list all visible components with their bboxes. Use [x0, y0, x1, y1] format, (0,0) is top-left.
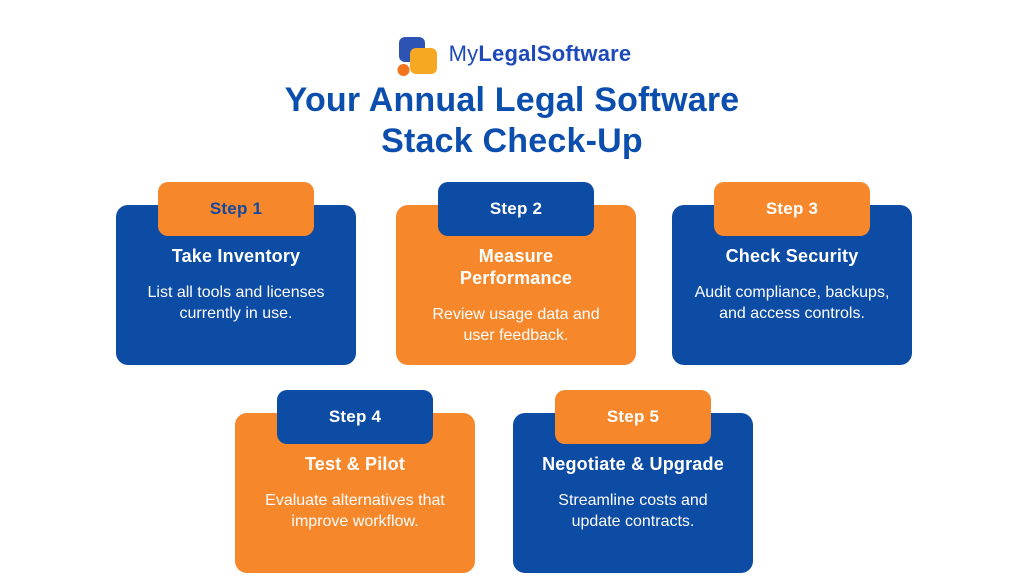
step-1-label: Step 1 [209, 199, 263, 218]
step-card-1: Step 1 Take Inventory List all tools and… [116, 182, 356, 365]
step-5-heading: Negotiate & Upgrade [542, 454, 724, 474]
step-4-heading: Test & Pilot [304, 454, 406, 474]
step-1-body: List all tools and licenses currently in… [147, 284, 325, 322]
step-2-heading: Measure Performance [459, 246, 573, 288]
logo-wordmark-suffix: LegalSoftware [478, 41, 632, 66]
step-1-heading: Take Inventory [171, 246, 301, 266]
step-5-label: Step 5 [606, 407, 660, 426]
step-3-label: Step 3 [765, 199, 819, 218]
logo-wordmark-prefix: My [448, 41, 479, 66]
step-5-body: Streamline costs and update contracts. [558, 492, 708, 530]
step-card-3: Step 3 Check Security Audit compliance, … [672, 182, 912, 365]
step-3-heading: Check Security [725, 246, 859, 266]
step-2-tab: Step 2 [438, 182, 594, 236]
page-title: Your Annual Legal Software Stack Check-U… [0, 80, 1024, 162]
logo-wordmark: MyLegalSoftware [449, 41, 632, 67]
step-3-tab: Step 3 [714, 182, 870, 236]
page-title-line1: Your Annual Legal Software [284, 81, 740, 119]
step-2-card: Measure Performance Review usage data an… [396, 205, 636, 365]
step-card-2: Step 2 Measure Performance Review usage … [396, 182, 636, 365]
step-2-body: Review usage data and user feedback. [432, 306, 600, 344]
step-4-tab: Step 4 [277, 390, 433, 444]
mylegalsoftware-logo-icon [397, 37, 437, 76]
step-4-label: Step 4 [328, 407, 382, 426]
page-title-line2: Stack Check-Up [381, 122, 643, 160]
logo: MyLegalSoftware [0, 28, 1024, 80]
step-2-label: Step 2 [489, 199, 543, 218]
step-1-tab: Step 1 [158, 182, 314, 236]
step-card-4: Step 4 Test & Pilot Evaluate alternative… [235, 390, 475, 573]
step-5-tab: Step 5 [555, 390, 711, 444]
step-4-body: Evaluate alternatives that improve workf… [265, 492, 445, 530]
step-card-5: Step 5 Negotiate & Upgrade Streamline co… [513, 390, 753, 573]
step-3-body: Audit compliance, backups, and access co… [694, 284, 890, 322]
step-1-card: Take Inventory List all tools and licens… [116, 205, 356, 365]
